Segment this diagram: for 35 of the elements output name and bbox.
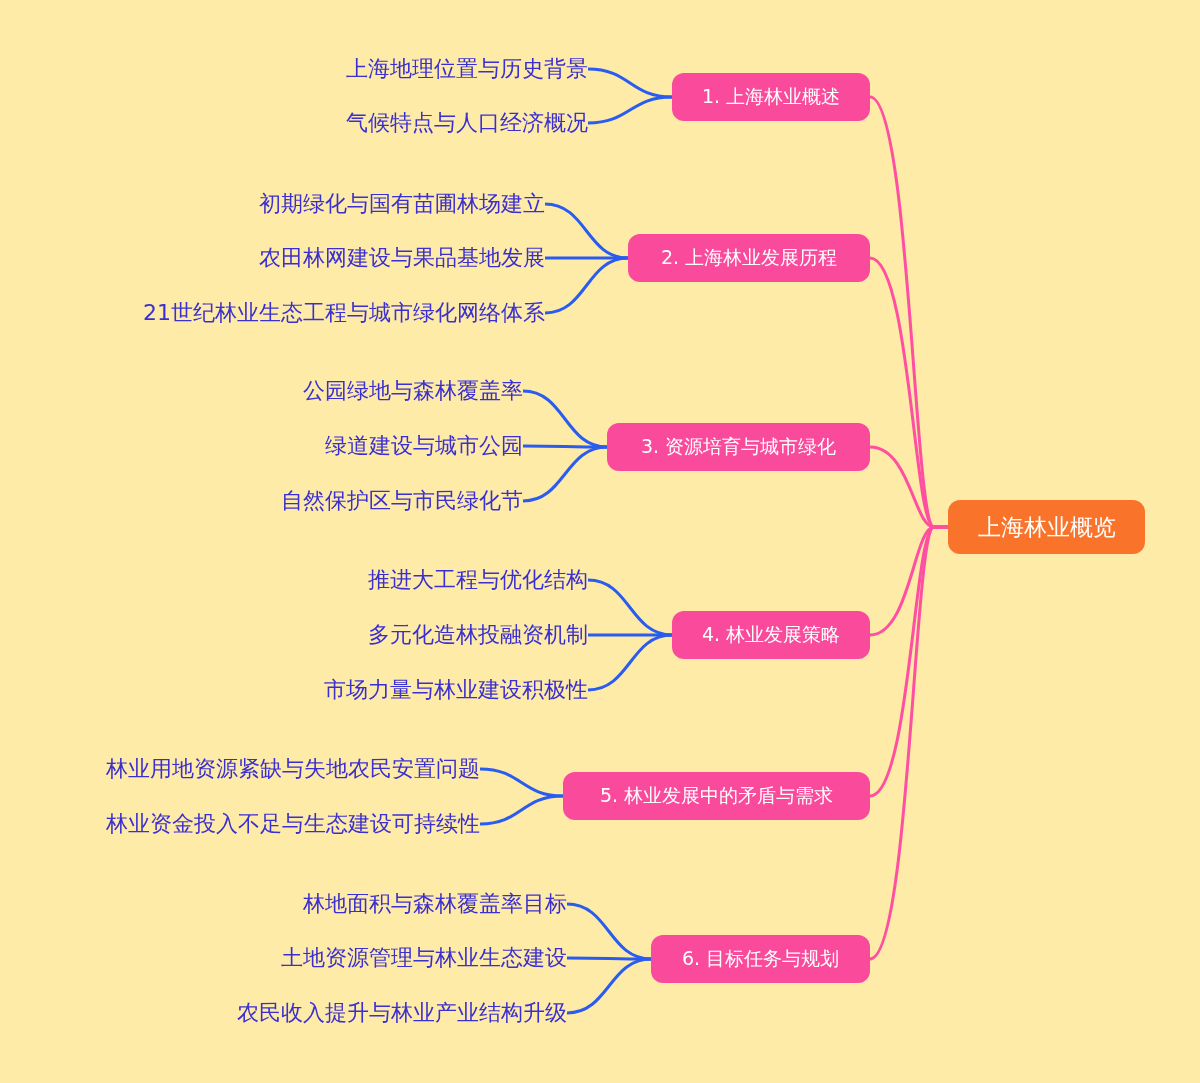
connector-line [587,95,673,125]
connector-line [544,202,629,260]
central-topic-box: 上海林业概览 [948,500,1145,554]
connector-line [587,67,673,99]
topic-box: 2. 上海林业发展历程 [628,234,870,282]
topic-box: 4. 林业发展策略 [672,611,870,659]
topic-box: 6. 目标任务与规划 [651,935,870,983]
subtopic-text: 气候特点与人口经济概况 [346,108,588,138]
connector-line [522,445,608,503]
subtopic-text: 多元化造林投融资机制 [368,620,588,650]
topic-box: 3. 资源培育与城市绿化 [607,423,870,471]
topic-box: 1. 上海林业概述 [672,73,870,121]
connector-line [587,633,673,692]
connector-line [479,767,564,798]
subtopic-text: 推进大工程与优化结构 [368,565,588,595]
subtopic-text: 农田林网建设与果品基地发展 [259,243,545,273]
topic-box: 5. 林业发展中的矛盾与需求 [563,772,870,820]
subtopic-text: 土地资源管理与林业生态建设 [281,943,567,973]
connector-line [523,444,607,449]
connector-line [567,956,651,961]
subtopic-text: 公园绿地与森林覆盖率 [303,376,523,406]
subtopic-text: 绿道建设与城市公园 [325,431,523,461]
subtopic-text: 林业用地资源紧缺与失地农民安置问题 [106,754,480,784]
subtopic-text: 市场力量与林业建设积极性 [324,675,588,705]
subtopic-text: 21世纪林业生态工程与城市绿化网络体系 [143,298,545,328]
connector-line [566,957,652,1015]
subtopic-text: 农民收入提升与林业产业结构升级 [237,998,567,1028]
subtopic-text: 初期绿化与国有苗圃林场建立 [259,189,545,219]
subtopic-text: 自然保护区与市民绿化节 [281,486,523,516]
subtopic-text: 林业资金投入不足与生态建设可持续性 [106,809,480,839]
connector-line [587,578,673,637]
connector-line [479,794,564,826]
subtopic-text: 林地面积与森林覆盖率目标 [303,889,567,919]
connector-line [544,256,629,315]
subtopic-text: 上海地理位置与历史背景 [346,54,588,84]
